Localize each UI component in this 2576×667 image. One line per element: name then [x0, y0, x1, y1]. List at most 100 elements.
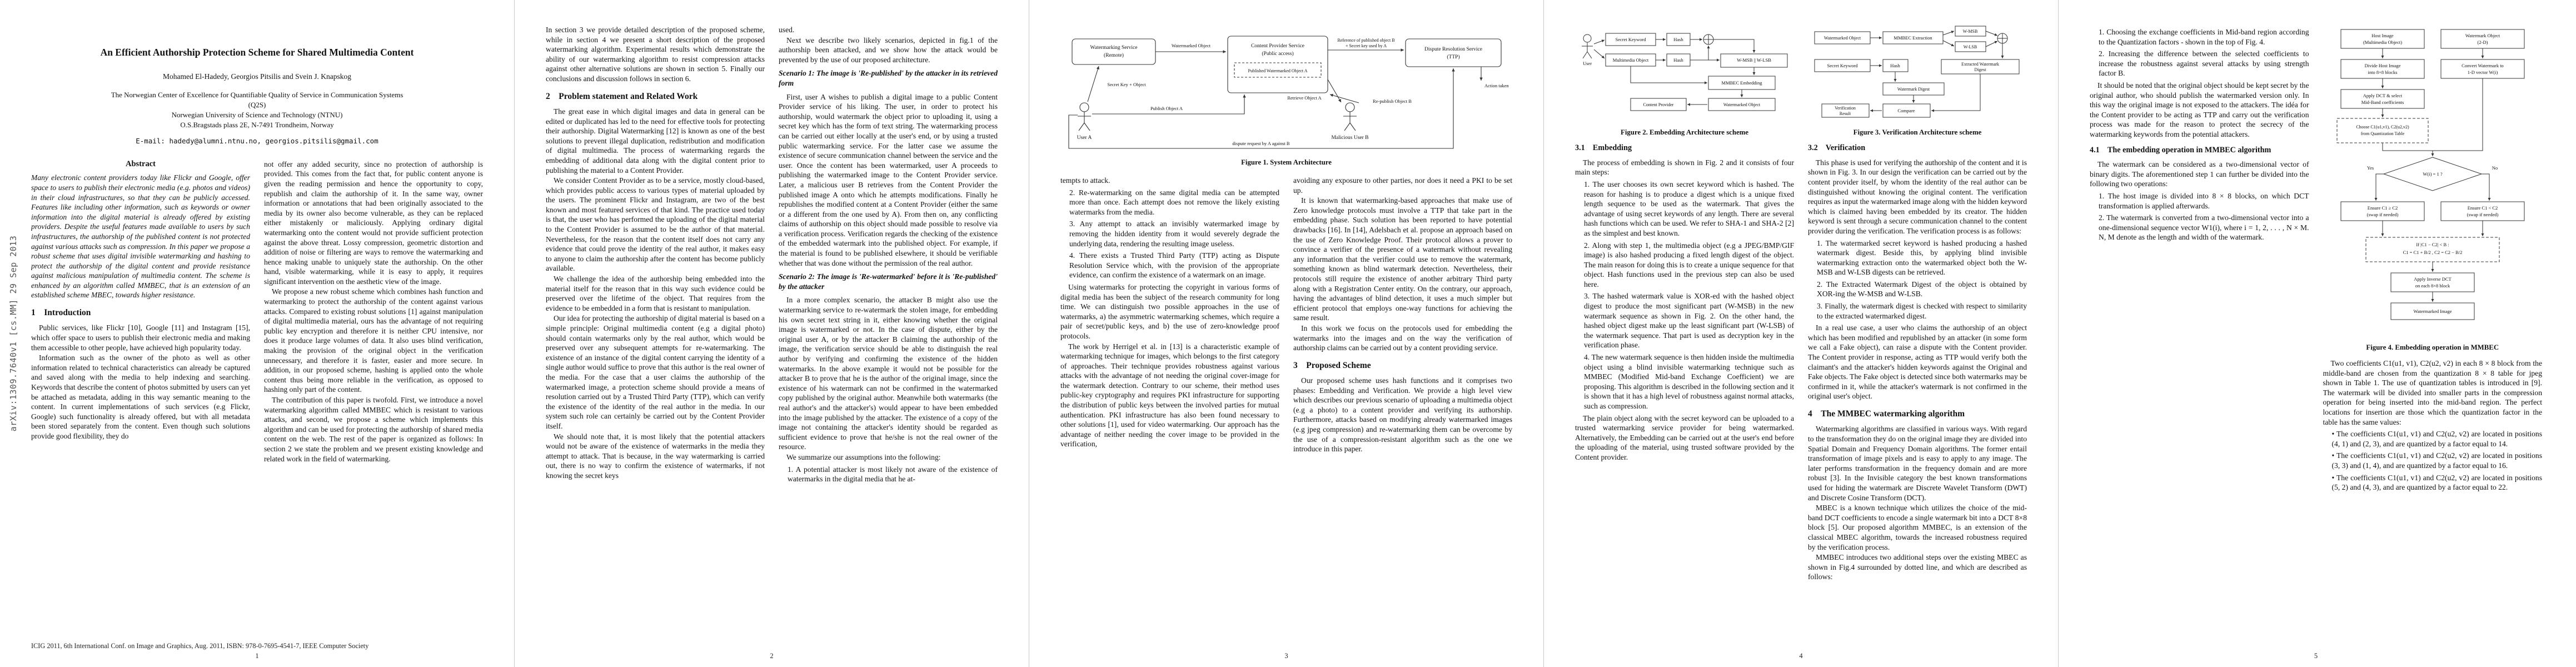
figure-4-mmbec-flowchart: Host Image (Multimedia Object) Watermark… — [2323, 25, 2543, 352]
paragraph: We propose a new robust scheme which com… — [264, 287, 483, 394]
list-item: 4. There exists a Trusted Third Party (T… — [1069, 251, 1279, 280]
page-3: Watermarking Service (Remote) Content Pr… — [1029, 0, 1544, 667]
paragraph-continuation: not offer any added security, since no p… — [264, 160, 483, 286]
figure-label: Watermarked Object — [1171, 43, 1210, 48]
paragraph: The contribution of this paper is twofol… — [264, 396, 483, 463]
paragraph-continuation: In section 3 we provide detailed descrip… — [546, 26, 765, 83]
published-object-box — [1233, 62, 1322, 78]
figure-label: Dispute Resolution Service — [1424, 47, 1482, 52]
figure-label: If |C1 − C2| < B : — [2416, 242, 2449, 247]
paragraph-continuation: tempts to attack. — [1060, 176, 1110, 185]
paragraph: MBEC is a known technique which utilizes… — [1808, 504, 2027, 551]
xor-icon — [1703, 34, 1714, 45]
figure-label: 1-D vector W(i) — [2467, 69, 2498, 75]
paragraph: The process of embedding is shown in Fig… — [1575, 158, 1794, 177]
list-item: 2. Along with step 1, the multimedia obj… — [1584, 241, 1794, 288]
figure-label: Verification — [1835, 106, 1856, 111]
mmbec-embedding-flowchart: Host Image (Multimedia Object) Watermark… — [2336, 29, 2525, 320]
paragraph: Two coefficients C1(u1, v1), C2(u2, v2) … — [2323, 359, 2543, 426]
figure-label: (TTP) — [1447, 54, 1459, 60]
figure-1-system-architecture: Watermarking Service (Remote) Content Pr… — [1060, 25, 1512, 167]
arrow — [1593, 49, 1605, 59]
subsection-heading: 4.1 The embedding operation in MMBEC alg… — [2090, 145, 2271, 155]
column-right: Watermarked Object MMBEC Extraction W-MS… — [1808, 25, 2027, 628]
arrow — [1593, 39, 1605, 44]
list-item: 2. The Extracted Watermark Digest of the… — [1817, 280, 2027, 298]
figure-4-caption: Figure 4. Embedding operation in MMBEC — [2366, 344, 2499, 351]
paragraph: Our proposed scheme uses hash functions … — [1293, 376, 1512, 454]
figure-label: Reference of published object B — [1337, 38, 1394, 43]
two-column-body: User Secret Keyword Multimedia Object Ha… — [1575, 25, 2027, 628]
list-item: 1. The user chooses its own secret keywo… — [1584, 180, 1794, 237]
section-heading: 3 Proposed Scheme — [1293, 360, 1371, 370]
column-left: tempts to attack. 2. Re-watermarking on t… — [1060, 176, 1279, 615]
title-block: An Efficient Authorship Protection Schem… — [31, 25, 483, 145]
paper-authors: Mohamed El-Hadedy, Georgios Pitsilis and… — [163, 72, 351, 81]
affiliation-line: (Q2S) — [248, 100, 266, 109]
figure-label: MMBEC Embedding — [1722, 80, 1763, 86]
figure-label: Compare — [1897, 108, 1915, 113]
list-item: 2. Increasing the difference between the… — [2099, 49, 2309, 78]
figure-label: No — [2492, 165, 2498, 171]
figure-label: (swap if needed) — [2366, 212, 2398, 217]
figure-label: Action taken — [1484, 83, 1509, 88]
figure-label: Published Watermarked Object A — [1248, 68, 1307, 73]
abstract-heading: Abstract — [126, 159, 156, 168]
list-item: 1. The host image is divided into 8 × 8 … — [2099, 192, 2309, 210]
page-5: 1. Choosing the exchange coefficients in… — [2059, 0, 2573, 667]
figure-label: W-MSB — [1963, 29, 1978, 34]
paragraph: It is known that watermarking-based appr… — [1293, 196, 1512, 322]
list-item: 3. The hashed watermark value is XOR-ed … — [1584, 292, 1794, 350]
figure-label: Apply Inverse DCT — [2414, 276, 2452, 282]
figure-label: Watermarked Object — [1824, 36, 1861, 41]
paragraph: Using watermarks for protecting the copy… — [1060, 282, 1279, 340]
arrow — [1985, 31, 1998, 36]
arrow — [1630, 66, 1707, 84]
paragraph: Next we describe two likely scenarios, d… — [779, 36, 998, 64]
section-heading: 2 Problem statement and Related Work — [546, 91, 698, 101]
column-left: In section 3 we provide detailed descrip… — [546, 25, 765, 628]
mmbec-extraction-box — [1882, 31, 1944, 44]
figure-label: (Remote) — [1104, 52, 1124, 58]
figure-label: Mid-Band coefficients — [2361, 99, 2404, 105]
figure-label: Apply DCT & select — [2363, 93, 2403, 98]
page-4: User Secret Keyword Multimedia Object Ha… — [1544, 0, 2059, 667]
arrow — [1713, 39, 1756, 53]
arrow — [1942, 40, 1955, 47]
connector — [2432, 78, 2483, 151]
arrow — [1068, 68, 1455, 149]
list-item: 2. The watermark is converted from a two… — [2099, 213, 2309, 242]
paragraph-continuation: used. — [779, 26, 795, 34]
figure-label: Malicious User B — [1331, 135, 1368, 141]
figure-label: User A — [1077, 135, 1092, 141]
affiliation-line: O.S.Bragstads plass 2E, N-7491 Trondheim… — [180, 120, 334, 129]
paper-title: An Efficient Authorship Protection Schem… — [100, 47, 414, 58]
paragraph: The great ease in which digital images a… — [546, 107, 765, 175]
arxiv-stamp: arXiv:1309.7640v1 [cs.MM] 29 Sep 2013 — [8, 235, 18, 432]
page-number: 4 — [1799, 652, 1803, 660]
result-box — [1821, 103, 1870, 118]
figure-label: Convert Watermark to — [2462, 63, 2504, 68]
list-item: 1. The watermarked secret keyword is has… — [1817, 238, 2027, 277]
page-number: 2 — [770, 652, 774, 660]
figure-label: Host Image — [2371, 33, 2394, 38]
paragraph: In this work we focus on the protocols u… — [1293, 323, 1512, 352]
figure-label: Yes — [2367, 165, 2374, 171]
figure-label: Content Provider — [1643, 102, 1674, 107]
list-item: 1. Choosing the exchange coefficients in… — [2099, 28, 2309, 46]
paragraph: MMBEC introduces two additional steps ov… — [1808, 553, 2027, 581]
column-text: Two coefficients C1(u1, v1), C2(u2, v2) … — [2323, 359, 2543, 492]
section-heading: 4 The MMBEC watermarking algorithm — [1808, 409, 1965, 419]
list-item: 2. Re-watermarking on the same digital m… — [1069, 188, 1279, 216]
choose-coefficients-step-box — [2336, 118, 2429, 143]
arrow — [1942, 31, 1955, 36]
figure-label: Hash — [1890, 63, 1900, 68]
figure-label: Publish Object A — [1150, 106, 1183, 111]
paragraph: In a more complex scenario, the attacker… — [779, 296, 998, 451]
arrow — [1931, 74, 1981, 112]
arrow — [1329, 93, 1359, 103]
arrow — [2374, 173, 2384, 201]
figure-label: Hash — [1673, 57, 1683, 63]
